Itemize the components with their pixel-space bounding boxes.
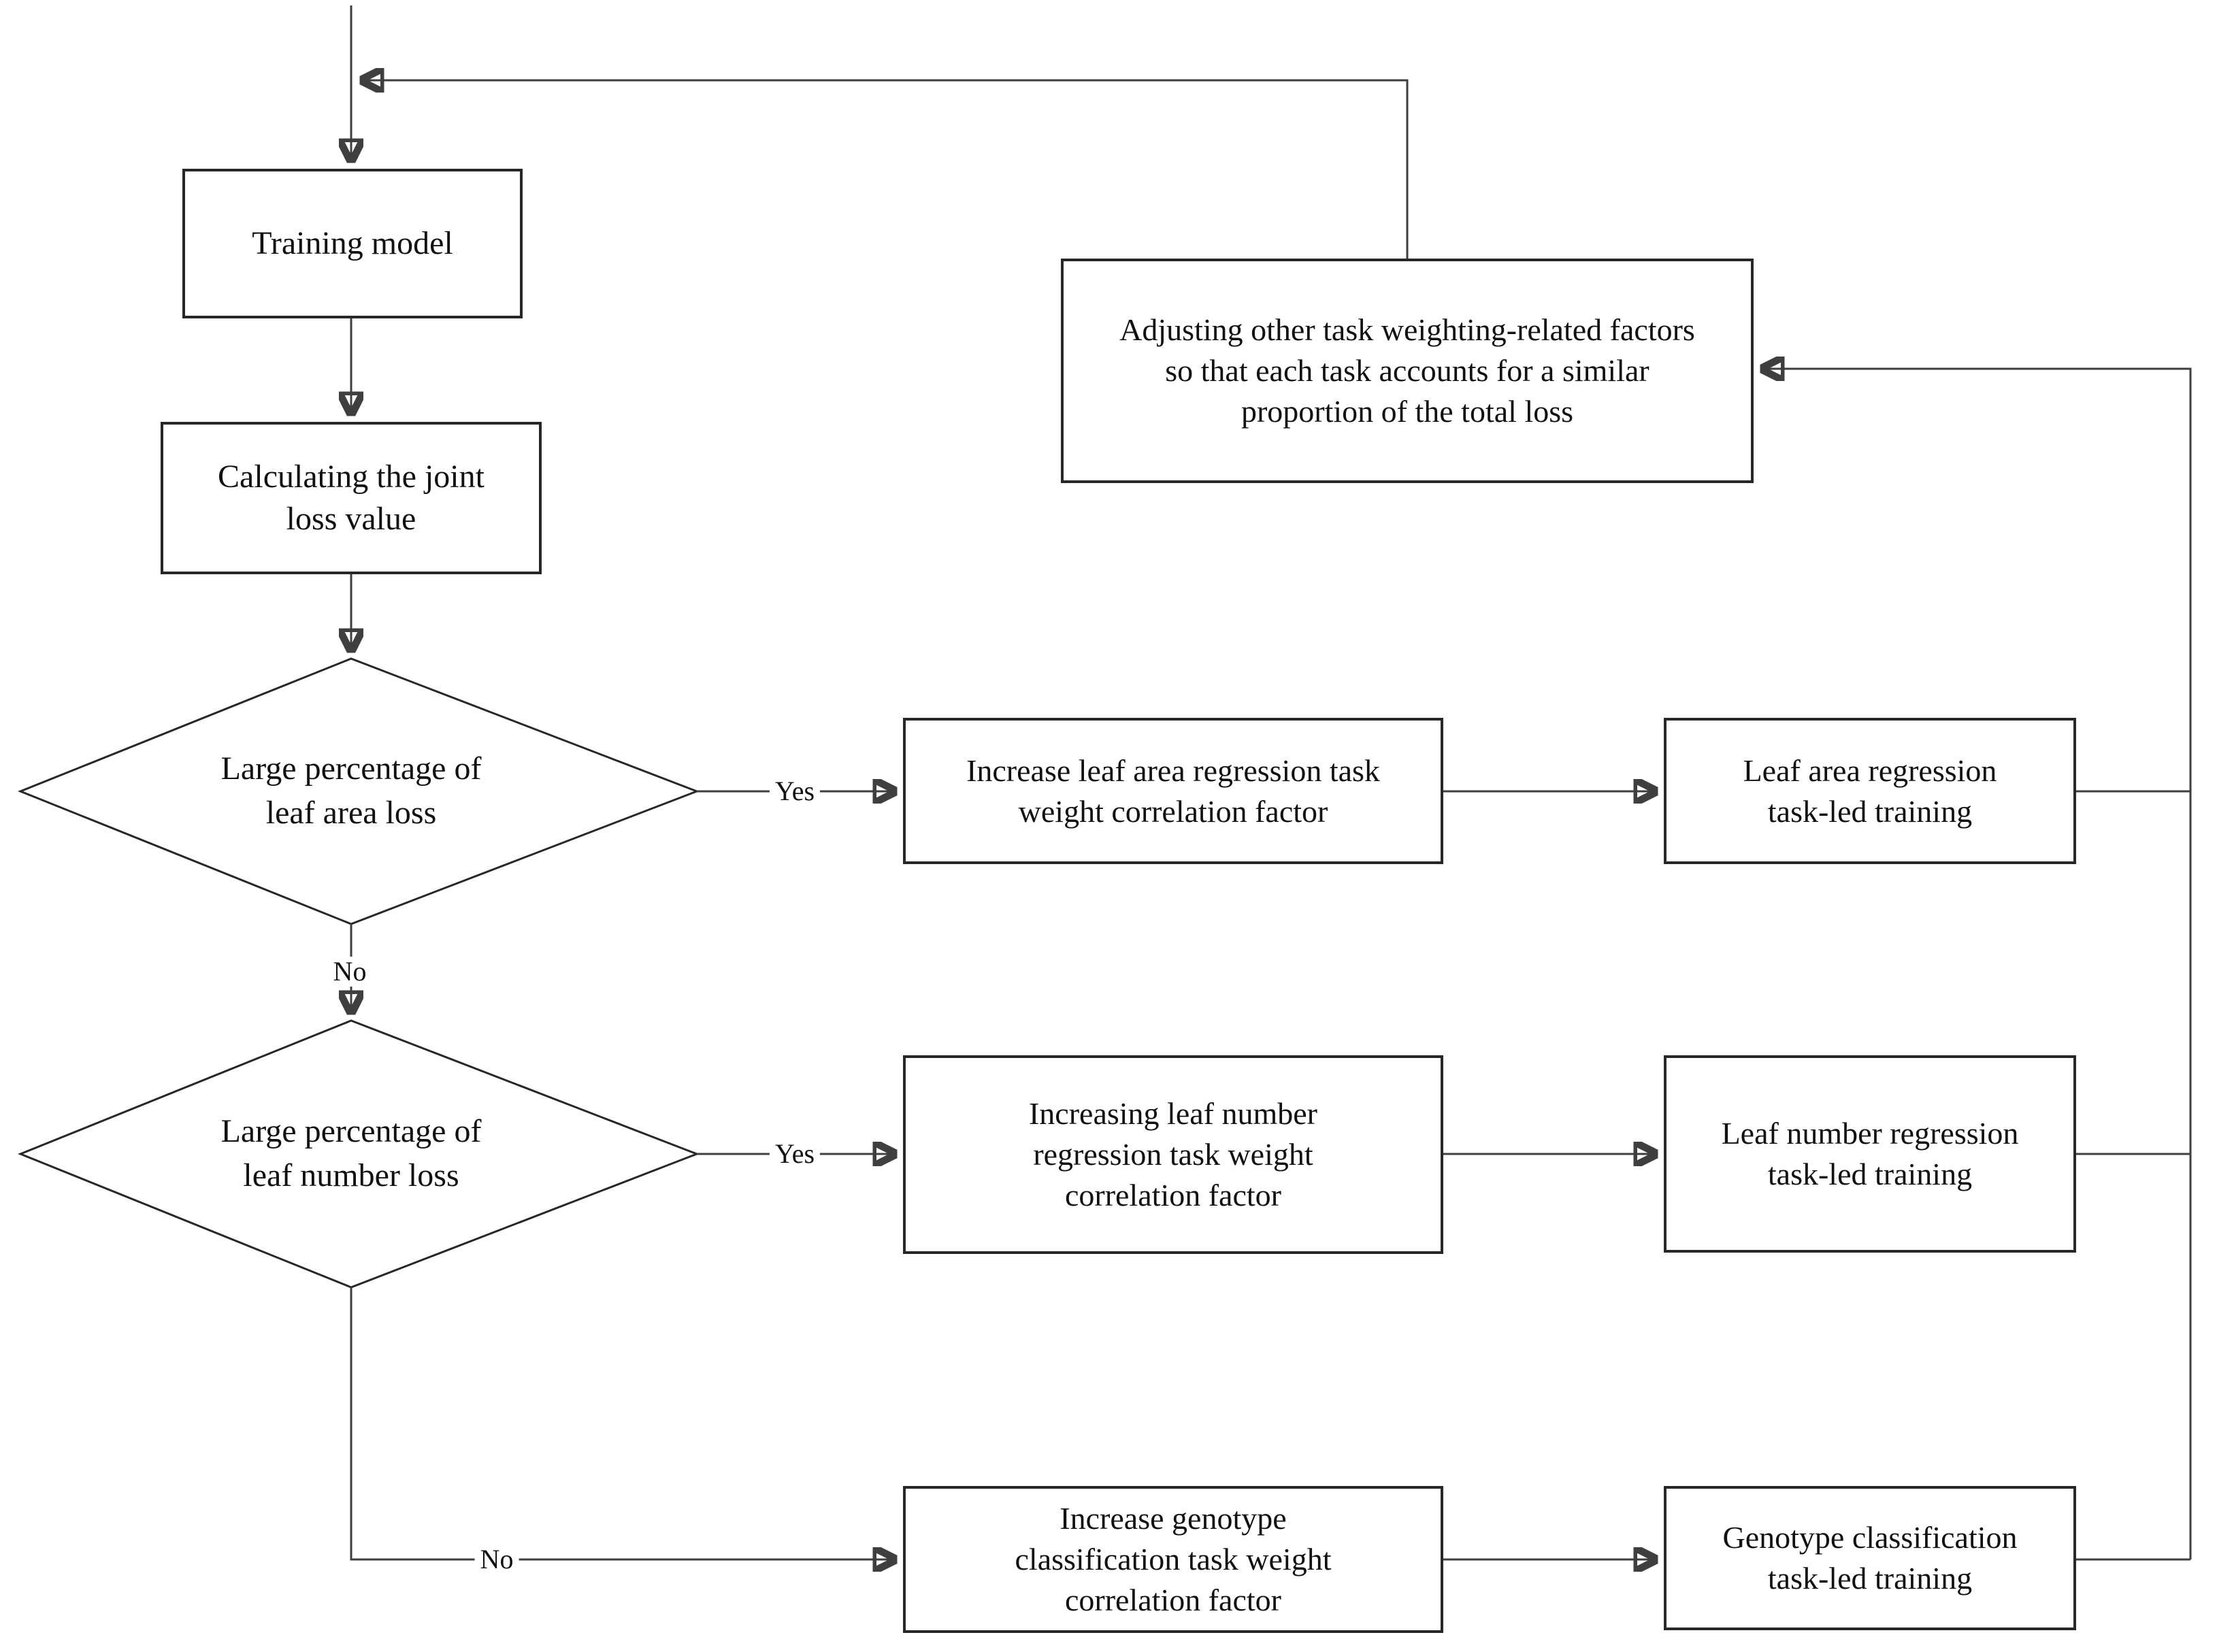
edge-adjust-feedback-top (362, 80, 1409, 259)
node-label: Increasing leaf number regression task w… (1028, 1096, 1318, 1212)
edge-collector-to-adjust (1762, 369, 2192, 1559)
node-label: Adjusting other task weighting-related f… (1119, 312, 1695, 429)
node-adjust-task-weighting: Adjusting other task weighting-related f… (1061, 259, 1754, 483)
node-label: Training model (252, 225, 453, 261)
node-label: Increase genotype classification task we… (1015, 1501, 1332, 1617)
edge-label-no-leaf-area: No (327, 957, 372, 987)
node-label: Leaf number regression task-led training (1721, 1116, 2019, 1191)
node-label: Leaf area regression task-led training (1743, 753, 1997, 829)
node-increase-leaf-area-weight: Increase leaf area regression task weigh… (903, 718, 1443, 864)
edge-decision2-no (350, 1287, 895, 1559)
node-label: Calculating the joint loss value (218, 458, 485, 537)
node-label: Genotype classification task-led trainin… (1722, 1520, 2018, 1596)
node-genotype-task-led-training: Genotype classification task-led trainin… (1664, 1486, 2076, 1630)
node-increase-leaf-number-weight: Increasing leaf number regression task w… (903, 1055, 1443, 1254)
edge-label-yes-leaf-area: Yes (769, 776, 821, 806)
decision-leaf-area-label: Large percentage of leaf area loss (220, 750, 482, 831)
node-increase-genotype-weight: Increase genotype classification task we… (903, 1486, 1443, 1633)
node-calc-joint-loss: Calculating the joint loss value (161, 422, 542, 574)
decision-leaf-number-label: Large percentage of leaf number loss (220, 1113, 482, 1193)
node-training-model: Training model (182, 169, 523, 318)
node-leaf-number-task-led-training: Leaf number regression task-led training (1664, 1055, 2076, 1253)
edge-label-no-leaf-number: No (474, 1544, 519, 1574)
edge-label-yes-leaf-number: Yes (769, 1139, 821, 1169)
node-leaf-area-task-led-training: Leaf area regression task-led training (1664, 718, 2076, 864)
node-label: Increase leaf area regression task weigh… (966, 753, 1380, 829)
